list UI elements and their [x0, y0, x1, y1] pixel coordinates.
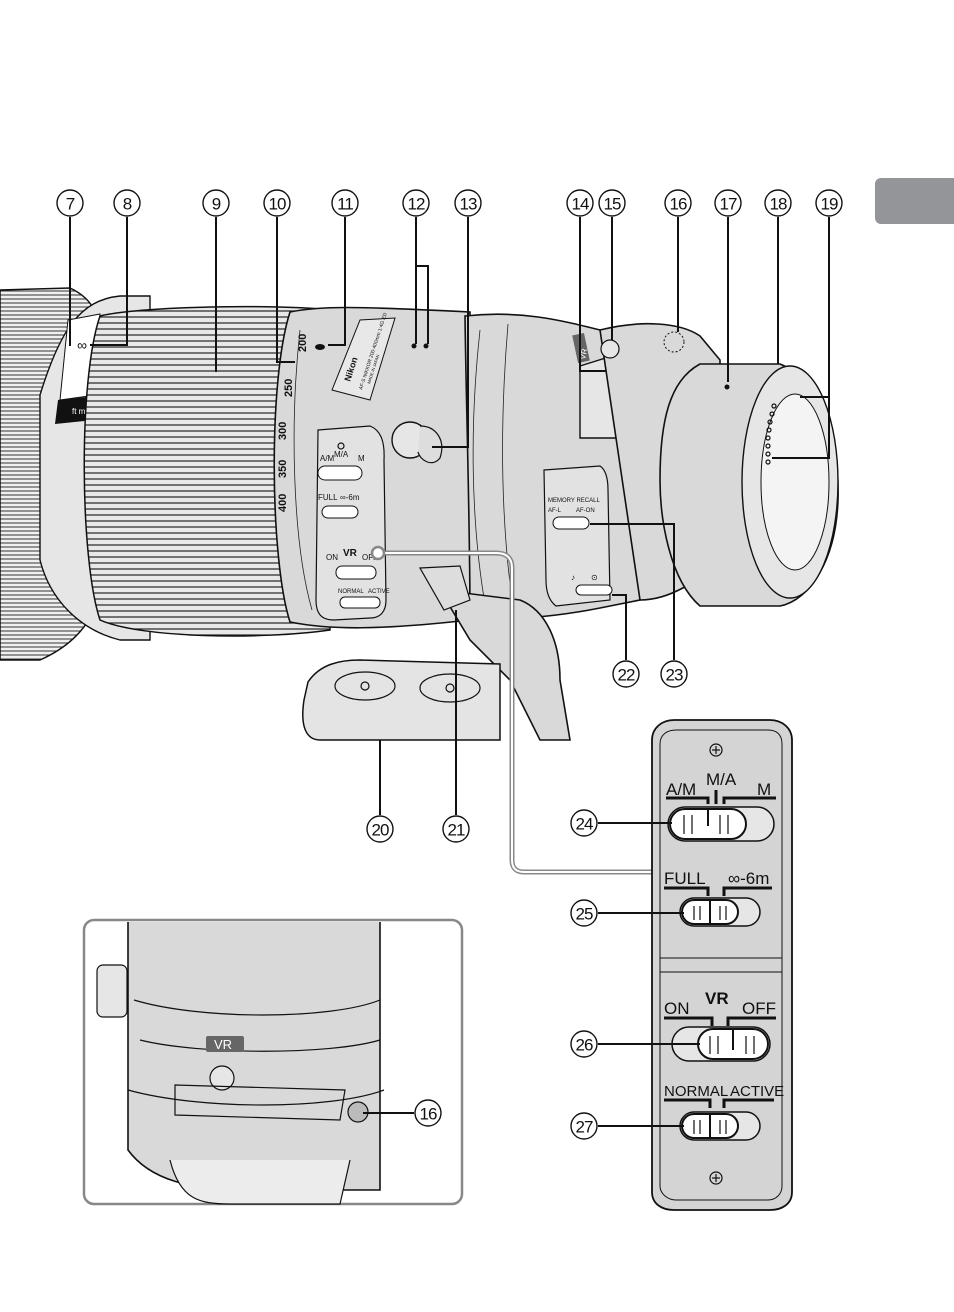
callout-24: 24 — [571, 810, 597, 836]
focus-mode-switch[interactable] — [668, 807, 774, 841]
inset-vr-badge-text: VR — [214, 1037, 232, 1052]
label-vr-normal: NORMAL — [664, 1083, 728, 1100]
callout-26: 26 — [571, 1031, 597, 1057]
svg-text:13: 13 — [460, 195, 477, 214]
distance-window-mark: ft m — [72, 407, 86, 416]
small-vr-mode-switch[interactable] — [340, 597, 380, 608]
svg-text:26: 26 — [576, 1036, 593, 1055]
small-label-am: A/M — [320, 454, 335, 463]
infinity-mark: ∞ — [77, 337, 87, 353]
svg-text:23: 23 — [666, 666, 683, 685]
memory-recall-switch[interactable] — [553, 517, 589, 529]
label-limit-inf6m: ∞-6m — [728, 869, 769, 888]
focus-limit-switch[interactable] — [680, 898, 760, 926]
memory-afon-label: AF-ON — [576, 508, 595, 514]
label-limit-full: FULL — [664, 869, 706, 888]
svg-text:15: 15 — [604, 195, 621, 214]
svg-text:9: 9 — [212, 195, 221, 214]
callout-27: 27 — [571, 1113, 597, 1139]
label-focus-am: A/M — [666, 780, 696, 799]
callout-10: 10 — [264, 190, 290, 216]
zoom-index-mark — [315, 344, 325, 350]
vr-mode-switch[interactable] — [680, 1112, 760, 1140]
svg-text:19: 19 — [821, 195, 838, 214]
small-focus-limit-switch[interactable] — [322, 506, 358, 518]
memory-recall-panel: MEMORY RECALL AF-L AF-ON ♪ ⊙ — [544, 466, 612, 606]
memory-afl-label: AF-L — [548, 508, 562, 514]
callout-22: 22 — [613, 661, 639, 687]
focal-300: 300 — [277, 422, 289, 440]
callout-16-inset: 16 — [415, 1100, 441, 1126]
focal-350: 350 — [277, 460, 289, 478]
callout-13: 13 — [455, 190, 481, 216]
svg-text:11: 11 — [337, 195, 353, 214]
small-label-ma: M/A — [334, 450, 349, 459]
lens-mount — [660, 364, 838, 606]
memory-set-switch[interactable] — [576, 585, 612, 595]
focal-200: 200 — [297, 334, 309, 352]
label-vr-off: OFF — [742, 999, 776, 1018]
callout-8: 8 — [114, 190, 140, 216]
label-vr-on: ON — [664, 999, 690, 1018]
beep-label: ♪ — [571, 573, 575, 582]
callout-11: 11 — [332, 190, 358, 216]
svg-text:20: 20 — [372, 821, 389, 840]
svg-text:8: 8 — [123, 195, 132, 214]
svg-text:12: 12 — [408, 195, 425, 214]
callout-14: 14 — [567, 190, 593, 216]
callout-15: 15 — [599, 190, 625, 216]
svg-text:17: 17 — [720, 195, 737, 214]
svg-text:7: 7 — [66, 195, 75, 214]
svg-text:27: 27 — [576, 1118, 593, 1137]
small-label-inf6m: ∞-6m — [340, 493, 360, 502]
callout-25: 25 — [571, 900, 597, 926]
callout-7: 7 — [57, 190, 83, 216]
callout-20: 20 — [367, 816, 393, 842]
svg-text:18: 18 — [770, 195, 787, 214]
svg-text:24: 24 — [576, 815, 593, 834]
callout-9: 9 — [203, 190, 229, 216]
callout-16: 16 — [665, 190, 691, 216]
hood-mount-index-left — [412, 344, 417, 349]
small-label-full: FULL — [318, 493, 338, 502]
callout-18: 18 — [765, 190, 791, 216]
connector-origin-dot — [372, 547, 384, 559]
small-label-m: M — [358, 454, 365, 463]
label-vr-active: ACTIVE — [730, 1083, 784, 1100]
small-focus-mode-switch[interactable] — [318, 466, 362, 480]
memory-set-label: ⊙ — [591, 573, 598, 582]
enlarged-switch-panel: A/M M/A M FULL ∞-6m ON VR OFF — [652, 720, 792, 1210]
svg-text:25: 25 — [576, 905, 593, 924]
focal-400: 400 — [277, 494, 289, 512]
hood-mount-index-right — [424, 344, 429, 349]
small-label-active: ACTIVE — [368, 589, 390, 595]
inset-collar-knob — [97, 965, 127, 1017]
mounting-index — [725, 385, 730, 390]
svg-text:22: 22 — [618, 666, 635, 685]
vr-unit-locking-screw[interactable] — [601, 340, 619, 358]
svg-text:16: 16 — [670, 195, 687, 214]
switch-panel-small: A/M M/A M FULL ∞-6m ON VR OFF NORMAL ACT… — [316, 426, 390, 620]
inset-bottom-view: VR — [84, 920, 462, 1204]
callout-12: 12 — [403, 190, 429, 216]
svg-text:14: 14 — [572, 195, 589, 214]
callout-19: 19 — [816, 190, 842, 216]
small-label-normal: NORMAL — [338, 589, 364, 595]
label-vr-title: VR — [705, 989, 729, 1008]
svg-text:21: 21 — [448, 821, 465, 840]
small-label-vr-on: ON — [326, 553, 338, 562]
callout-23: 23 — [661, 661, 687, 687]
svg-text:10: 10 — [269, 195, 286, 214]
memory-recall-label: MEMORY RECALL — [548, 498, 600, 504]
small-vr-switch[interactable] — [336, 566, 376, 579]
callout-17: 17 — [715, 190, 741, 216]
focal-250: 250 — [283, 379, 295, 397]
svg-text:16: 16 — [420, 1105, 437, 1124]
label-focus-ma: M/A — [706, 770, 737, 789]
label-focus-m: M — [757, 780, 771, 799]
small-label-vr: VR — [343, 548, 358, 559]
callout-21: 21 — [443, 816, 469, 842]
